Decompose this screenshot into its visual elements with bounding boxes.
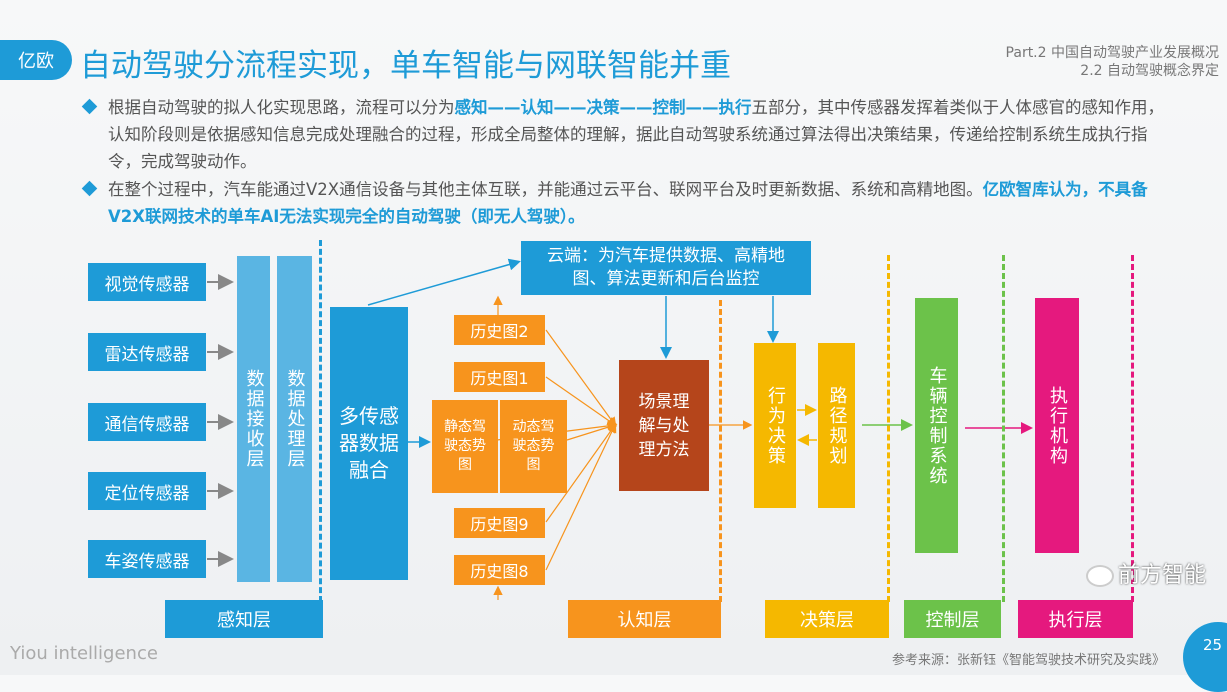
- sensor-comm: 通信传感器: [88, 403, 206, 441]
- layer-control: 控制层: [904, 600, 1001, 638]
- layer-decision: 决策层: [765, 600, 889, 638]
- section-label: 2.2 自动驾驶概念界定: [1080, 63, 1219, 79]
- behavior-decision: 行为决策: [754, 343, 796, 508]
- history-map-1: 历史图1: [454, 362, 545, 392]
- cloud-box: 云端：为汽车提供数据、高精地图、算法更新和后台监控: [521, 241, 811, 295]
- source-note: 参考来源：张新钰《智能驾驶技术研究及实践》: [891, 653, 1165, 668]
- data-receive-layer: 数据接收层: [237, 256, 270, 582]
- actuator: 执行机构: [1035, 298, 1079, 553]
- part-label: Part.2 中国自动驾驶产业发展概况: [1005, 45, 1219, 61]
- bullet-2: 在整个过程中，汽车能通过V2X通信设备与其他主体互联，并能通过云平台、联网平台及…: [108, 180, 1148, 226]
- path-planning: 路径规划: [818, 343, 855, 508]
- vehicle-control-system: 车辆控制系统: [915, 298, 958, 553]
- data-process-layer: 数据处理层: [277, 256, 312, 582]
- layer-perception: 感知层: [165, 600, 323, 638]
- arrows: [207, 258, 1033, 600]
- sensor-vision: 视觉传感器: [88, 263, 206, 301]
- divider: [1131, 255, 1134, 602]
- layer-execution: 执行层: [1018, 600, 1133, 638]
- history-map-9: 历史图9: [454, 508, 545, 538]
- wechat-icon: [1086, 565, 1114, 587]
- divider: [887, 255, 890, 602]
- divider: [319, 240, 322, 602]
- logo-text: 亿欧: [18, 51, 54, 72]
- static-situation-map: 静态驾驶态势图: [432, 400, 498, 493]
- layer-cognition: 认知层: [568, 600, 721, 638]
- watermark: 前方智能: [1086, 560, 1206, 592]
- brand-footer: Yiou intelligence: [10, 643, 158, 664]
- divider: [1002, 255, 1005, 602]
- sensor-radar: 雷达传感器: [88, 333, 206, 371]
- dynamic-situation-map: 动态驾驶态势图: [500, 400, 567, 493]
- divider: [719, 300, 722, 602]
- page-title: 自动驾驶分流程实现，单车智能与网联智能并重: [80, 48, 731, 84]
- sensor-posture: 车姿传感器: [88, 540, 206, 578]
- history-map-2: 历史图2: [454, 315, 545, 345]
- history-map-8: 历史图8: [454, 555, 545, 585]
- logo: 亿欧: [0, 40, 72, 80]
- sensor-location: 定位传感器: [88, 472, 206, 510]
- multi-sensor-fusion: 多传感器数据融合: [330, 307, 408, 580]
- bullet-1: 根据自动驾驶的拟人化实现思路，流程可以分为感知——认知——决策——控制——执行五…: [108, 98, 1164, 171]
- scene-understanding: 场景理解与处理方法: [619, 360, 709, 491]
